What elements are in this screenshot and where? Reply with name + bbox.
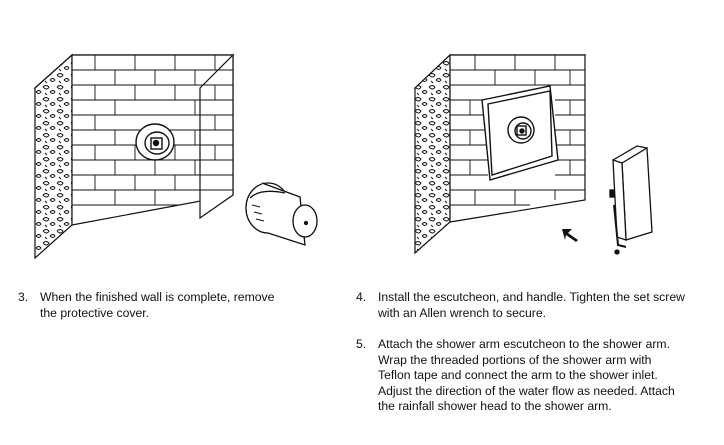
step-line: Adjust the direction of the water flow a…: [378, 383, 675, 398]
step-line: When the finished wall is complete, remo…: [40, 290, 275, 304]
step-line: with an Allen wrench to secure.: [378, 305, 547, 320]
step-line: the protective cover.: [40, 305, 150, 320]
step-number: 4.: [356, 290, 367, 304]
brick-lines-right: [450, 55, 585, 206]
step-number: 5.: [356, 337, 367, 351]
step-text: Install the escutcheon, and handle. Tigh…: [378, 290, 685, 321]
step-text: When the finished wall is complete, remo…: [40, 290, 274, 321]
wall-protective-cover-illustration: [33, 53, 318, 260]
step-line: Install the escutcheon, and handle. Tigh…: [378, 290, 685, 304]
wall-escutcheon-illustration: [413, 53, 653, 255]
step-number: 3.: [18, 290, 29, 304]
protective-cover: [245, 182, 318, 246]
step-text: Attach the shower arm escutcheon to the …: [378, 337, 723, 415]
brick-lines: [72, 55, 233, 206]
shower-handle: [609, 145, 653, 255]
valve-opening: [135, 123, 175, 161]
step-line: Attach the shower arm escutcheon to the …: [378, 337, 670, 351]
step-line: Teflon tape and connect the arm to the s…: [378, 368, 658, 382]
step-line: the rainfall shower head to the shower a…: [378, 399, 612, 413]
escutcheon-plate: [481, 85, 559, 181]
step-line: Wrap the threaded portions of the shower…: [378, 352, 652, 367]
direction-arrow-icon: [562, 229, 578, 242]
